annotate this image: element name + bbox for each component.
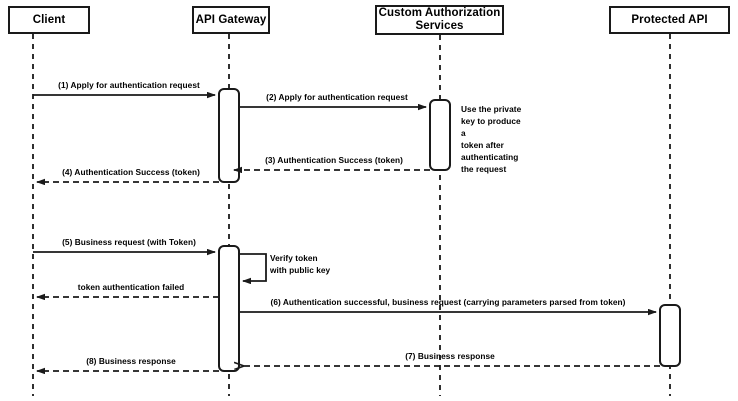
note-private-key: Use the private key to produce a token a… [461, 103, 527, 175]
participant-label-custom-authorization-services: Custom Authorization Services [378, 7, 501, 32]
message-arrow-self-verify [239, 253, 267, 285]
note-verify-token-line-2: with public key [270, 265, 331, 276]
message-label-7: (7) Business response [405, 351, 495, 361]
activation-protected-api [659, 304, 681, 367]
activation-custom-authorization-services [429, 99, 451, 171]
note-private-key-line-3: token after [461, 140, 504, 151]
note-verify-token-line-1: Verify token [270, 253, 318, 263]
participant-box-protected-api[interactable]: Protected API [609, 6, 730, 34]
participant-box-client[interactable]: Client [8, 6, 90, 34]
note-private-key-line-2: key to produce a [461, 116, 521, 139]
participant-box-api-gateway[interactable]: API Gateway [192, 6, 270, 34]
message-label-3: (3) Authentication Success (token) [265, 155, 403, 165]
participant-label-client: Client [32, 13, 66, 26]
activation-api-gateway-business [218, 245, 240, 372]
note-private-key-line-4: authenticating [461, 152, 519, 163]
participant-box-custom-authorization-services[interactable]: Custom Authorization Services [375, 5, 504, 35]
activation-api-gateway-auth [218, 88, 240, 183]
message-label-8: (8) Business response [86, 356, 176, 366]
note-verify-token: Verify token with public key [270, 252, 350, 276]
message-label-2: (2) Apply for authentication request [266, 92, 408, 102]
note-private-key-line-5: the request [461, 164, 507, 175]
note-private-key-line-1: Use the private [461, 104, 522, 114]
message-label-6: (6) Authentication successful, business … [270, 297, 626, 307]
message-label-token-failed: token authentication failed [77, 282, 185, 292]
message-label-5: (5) Business request (with Token) [62, 237, 196, 247]
message-label-4: (4) Authentication Success (token) [62, 167, 200, 177]
message-label-1: (1) Apply for authentication request [58, 80, 200, 90]
participant-label-api-gateway: API Gateway [195, 13, 267, 26]
participant-label-protected-api: Protected API [631, 13, 708, 26]
